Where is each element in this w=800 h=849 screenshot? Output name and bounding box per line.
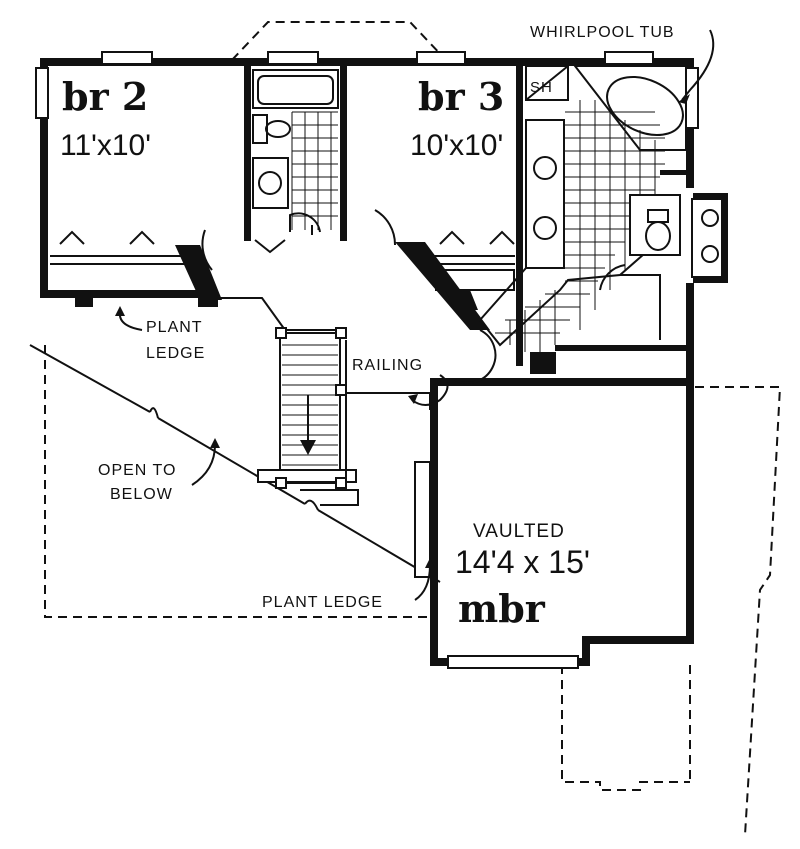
room-name-br3: br 3 [418,74,504,119]
label-whirlpool-tub: WHIRLPOOL TUB [530,24,675,41]
closets [50,230,515,291]
hall-bathroom [252,69,339,235]
interior-walls [75,66,690,374]
room-name-mbr: mbr [458,586,546,631]
master-bathroom [478,65,687,352]
label-shower: SH [530,79,553,96]
label-plant-ledge-lower: PLANT LEDGE [262,594,383,611]
staircase [205,297,431,506]
mbr-plant-ledge [414,461,431,578]
room-dims-br2: 11'x10' [60,129,151,162]
label-plant-ledge-upper-line2: LEDGE [146,345,205,362]
label-plant-ledge-upper-line1: PLANT [146,319,203,336]
leader-lines [115,29,715,601]
doors [201,209,497,384]
label-open-to-below-line2: BELOW [110,486,173,503]
room-dims-br3: 10'x10' [410,129,503,162]
room-dims-mbr: 14'4 x 15' [455,544,590,580]
section-line [29,344,441,583]
dashed-outlines [44,21,782,836]
room-note-mbr: VAULTED [473,521,565,542]
label-railing: RAILING [352,357,423,374]
room-name-br2: br 2 [62,74,148,119]
label-open-to-below-line1: OPEN TO [98,462,176,479]
